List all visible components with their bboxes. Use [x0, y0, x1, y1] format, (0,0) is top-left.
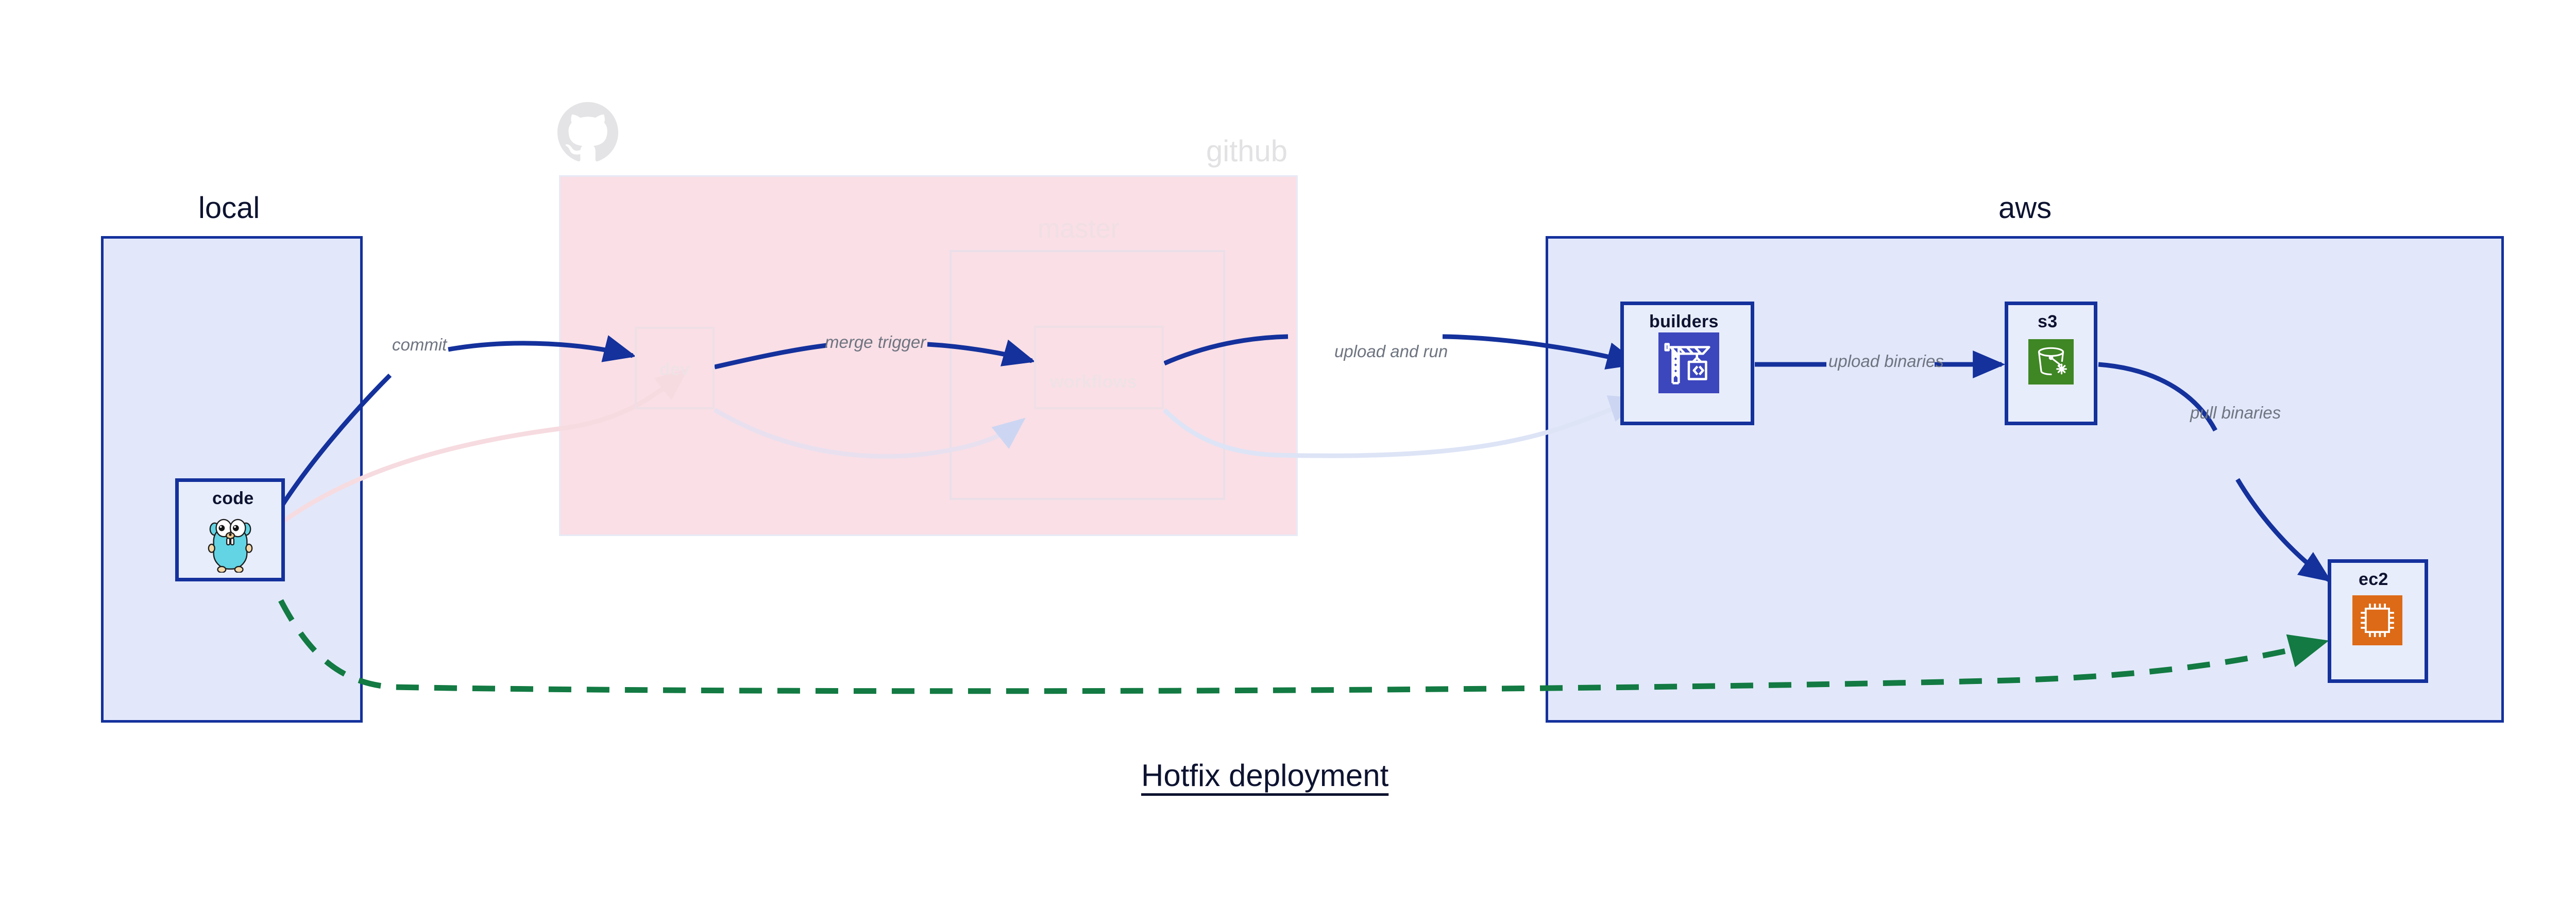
github-logo-icon [557, 102, 618, 162]
edge-code-dev[interactable] [280, 335, 636, 507]
edge-label-merge-trigger: merge trigger [825, 332, 926, 352]
node-label-ec2: ec2 [2359, 570, 2388, 589]
crane-code-icon [1658, 332, 1719, 393]
edge-label-upload-binaries: upload binaries [1828, 352, 1944, 371]
node-label-code: code [212, 489, 254, 508]
node-dev[interactable] [635, 327, 715, 409]
edge-s3-ec2[interactable] [2098, 362, 2332, 582]
diagram-title: Hotfix deployment [1141, 758, 1389, 793]
node-label-s3: s3 [2038, 312, 2058, 331]
edge-label-upload-and-run: upload and run [1334, 342, 1448, 361]
edge-workflows-builders-faded [1162, 395, 1642, 458]
edge-code-dev-faded [283, 369, 688, 523]
cluster-master[interactable] [950, 250, 1225, 500]
cpu-chip-icon [2352, 595, 2402, 645]
edge-workflows-builders[interactable] [1163, 334, 1639, 370]
edge-label-pull-binaries: pull binaries [2190, 403, 2281, 422]
cluster-title-master: master [1038, 214, 1120, 244]
edge-label-commit: commit [392, 335, 447, 354]
node-s3[interactable] [2005, 302, 2097, 425]
edge-dev-workflows-faded [713, 408, 1026, 459]
go-gopher-icon [208, 519, 253, 573]
s3-bucket-icon [2028, 339, 2074, 385]
cluster-github[interactable] [559, 175, 1298, 536]
node-builders[interactable] [1620, 302, 1754, 425]
edge-dev-workflows[interactable] [714, 339, 1036, 370]
node-ec2[interactable] [2328, 559, 2428, 683]
cluster-title-local: local [198, 191, 260, 225]
edge-code-ec2-hotfix[interactable] [278, 599, 2329, 694]
node-label-workflows: workflows [1050, 372, 1137, 392]
node-label-dev: dev [659, 360, 690, 379]
node-workflows[interactable] [1034, 326, 1164, 409]
cluster-title-github: github [1206, 135, 1288, 168]
cluster-title-aws: aws [1998, 191, 2052, 225]
node-label-builders: builders [1649, 312, 1719, 331]
